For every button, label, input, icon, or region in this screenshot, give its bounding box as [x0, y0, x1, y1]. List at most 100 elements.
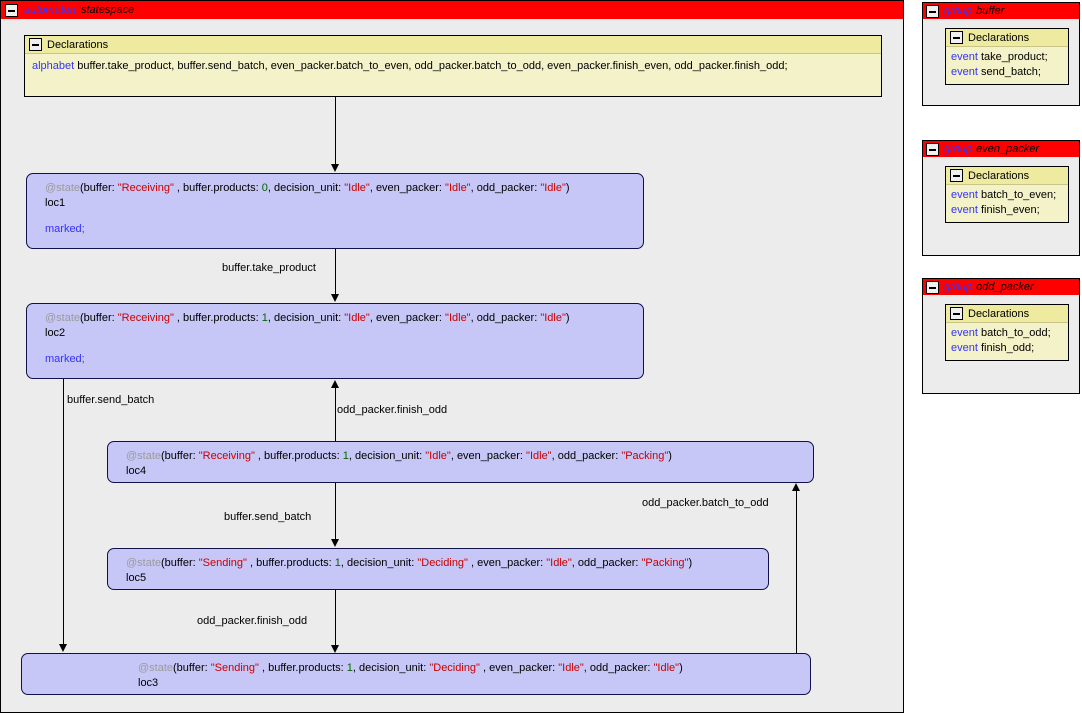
- buffer-value: "Receiving": [117, 312, 174, 324]
- collapse-icon[interactable]: [926, 142, 939, 156]
- buffer-label: (buffer:: [173, 662, 211, 674]
- event-line: event finish_even;: [951, 203, 1063, 218]
- even-label: , even_packer:: [450, 450, 527, 462]
- collapse-icon[interactable]: [926, 4, 939, 18]
- alphabet-keyword: alphabet: [32, 60, 75, 72]
- even-value: "Idle": [558, 662, 584, 674]
- odd-label: , odd_packer:: [551, 450, 622, 462]
- declarations-box: Declarations event batch_to_even; event …: [945, 166, 1069, 223]
- state-name: loc5: [126, 572, 147, 584]
- decision-label: , decision_unit:: [267, 312, 345, 324]
- state-keyword: @state: [138, 662, 174, 674]
- buffer-label: (buffer:: [80, 182, 118, 194]
- even-label: , even_packer:: [467, 557, 547, 569]
- edge-line: [335, 483, 336, 539]
- paren-close: ): [688, 557, 693, 569]
- state-node-loc2[interactable]: @state(buffer: "Receiving" , buffer.prod…: [26, 303, 644, 379]
- state-keyword: @state: [45, 182, 81, 194]
- state-marked: marked;: [45, 223, 85, 235]
- decision-label: , decision_unit:: [340, 557, 418, 569]
- declarations-box: Declarations event batch_to_odd; event f…: [945, 304, 1069, 361]
- edge-label: odd_packer.finish_odd: [197, 615, 308, 627]
- event-line: event take_product;: [951, 50, 1063, 65]
- decision-value: "Idle": [344, 312, 370, 324]
- edge-line: [335, 249, 336, 295]
- products-label: , buffer.products:: [254, 450, 343, 462]
- event-name: batch_to_even;: [980, 189, 1057, 201]
- paren-close: ): [679, 662, 683, 674]
- collapse-icon[interactable]: [29, 38, 42, 51]
- declarations-title-bar[interactable]: Declarations: [25, 36, 881, 54]
- declarations-box: Declarations event take_product; event s…: [945, 28, 1069, 85]
- group-panel-odd-packer: group odd_packer Declarations event batc…: [922, 278, 1080, 394]
- declarations-title-bar[interactable]: Declarations: [946, 305, 1068, 323]
- state-annotation: @state(buffer: "Receiving" , buffer.prod…: [45, 181, 633, 196]
- edge-label: odd_packer.finish_odd: [337, 404, 448, 416]
- collapse-icon[interactable]: [950, 307, 963, 320]
- event-name: finish_odd;: [980, 342, 1035, 354]
- state-marked: marked;: [45, 353, 85, 365]
- odd-value: "Idle": [653, 662, 680, 674]
- state-keyword: @state: [126, 450, 162, 462]
- state-name: loc2: [45, 327, 66, 339]
- group-keyword: group: [944, 143, 973, 155]
- group-header[interactable]: group buffer: [923, 3, 1079, 19]
- group-panel-buffer: group buffer Declarations event take_pro…: [922, 2, 1080, 106]
- odd-label: , odd_packer:: [571, 557, 642, 569]
- declarations-title-bar[interactable]: Declarations: [946, 29, 1068, 47]
- odd-label: , odd_packer:: [470, 182, 541, 194]
- event-name: take_product;: [980, 51, 1048, 63]
- collapse-icon[interactable]: [950, 169, 963, 182]
- declarations-body: event take_product; event send_batch;: [946, 47, 1068, 84]
- even-value: "Idle": [546, 557, 572, 569]
- edge-arrow: [59, 644, 67, 652]
- event-line: event finish_odd;: [951, 341, 1063, 356]
- group-header[interactable]: group odd_packer: [923, 279, 1079, 295]
- group-name: odd_packer: [976, 281, 1034, 293]
- edge-line: [335, 97, 336, 165]
- even-label: , even_packer:: [369, 312, 446, 324]
- collapse-icon[interactable]: [926, 280, 939, 294]
- state-node-loc5[interactable]: @state(buffer: "Sending" , buffer.produc…: [107, 548, 769, 590]
- even-label: , even_packer:: [479, 662, 559, 674]
- collapse-icon[interactable]: [5, 3, 18, 17]
- products-value: 1: [261, 312, 268, 324]
- state-keyword: @state: [45, 312, 81, 324]
- buffer-label: (buffer:: [80, 312, 118, 324]
- state-node-loc1[interactable]: @state(buffer: "Receiving" , buffer.prod…: [26, 173, 644, 249]
- paren-close: ): [565, 312, 570, 324]
- event-name: finish_even;: [980, 204, 1040, 216]
- group-header[interactable]: group even_packer: [923, 141, 1079, 157]
- state-annotation: @state(buffer: "Receiving" , buffer.prod…: [45, 311, 633, 326]
- buffer-value: "Receiving": [117, 182, 174, 194]
- paren-close: ): [565, 182, 570, 194]
- declarations-title: Declarations: [968, 169, 1030, 182]
- decision-value: "Deciding": [417, 557, 468, 569]
- even-label: , even_packer:: [369, 182, 446, 194]
- products-value: 1: [334, 557, 341, 569]
- buffer-value: "Sending": [198, 557, 247, 569]
- automaton-header[interactable]: automaton statespace: [1, 1, 903, 19]
- odd-label: , odd_packer:: [583, 662, 654, 674]
- group-keyword: group: [944, 281, 973, 293]
- declarations-title-bar[interactable]: Declarations: [946, 167, 1068, 185]
- odd-value: "Packing": [621, 450, 669, 462]
- state-node-loc4[interactable]: @state(buffer: "Receiving" , buffer.prod…: [107, 441, 814, 483]
- products-label: , buffer.products:: [173, 312, 262, 324]
- odd-value: "Packing": [641, 557, 689, 569]
- products-label: , buffer.products:: [173, 182, 262, 194]
- state-annotation: @state(buffer: "Sending" , buffer.produc…: [40, 661, 800, 676]
- edge-arrow: [331, 294, 339, 302]
- group-keyword: group: [944, 5, 973, 17]
- declarations-title: Declarations: [968, 307, 1030, 320]
- declarations-title: Declarations: [47, 38, 109, 51]
- edge-arrow: [331, 380, 339, 388]
- edge-line: [335, 387, 336, 441]
- state-node-loc3[interactable]: @state(buffer: "Sending" , buffer.produc…: [21, 653, 811, 695]
- buffer-value: "Receiving": [198, 450, 255, 462]
- declarations-box: Declarations alphabet buffer.take_produc…: [24, 35, 882, 97]
- declarations-body: event batch_to_odd; event finish_odd;: [946, 323, 1068, 360]
- event-keyword: event: [951, 327, 978, 339]
- automaton-keyword: automaton: [24, 4, 76, 16]
- collapse-icon[interactable]: [950, 31, 963, 44]
